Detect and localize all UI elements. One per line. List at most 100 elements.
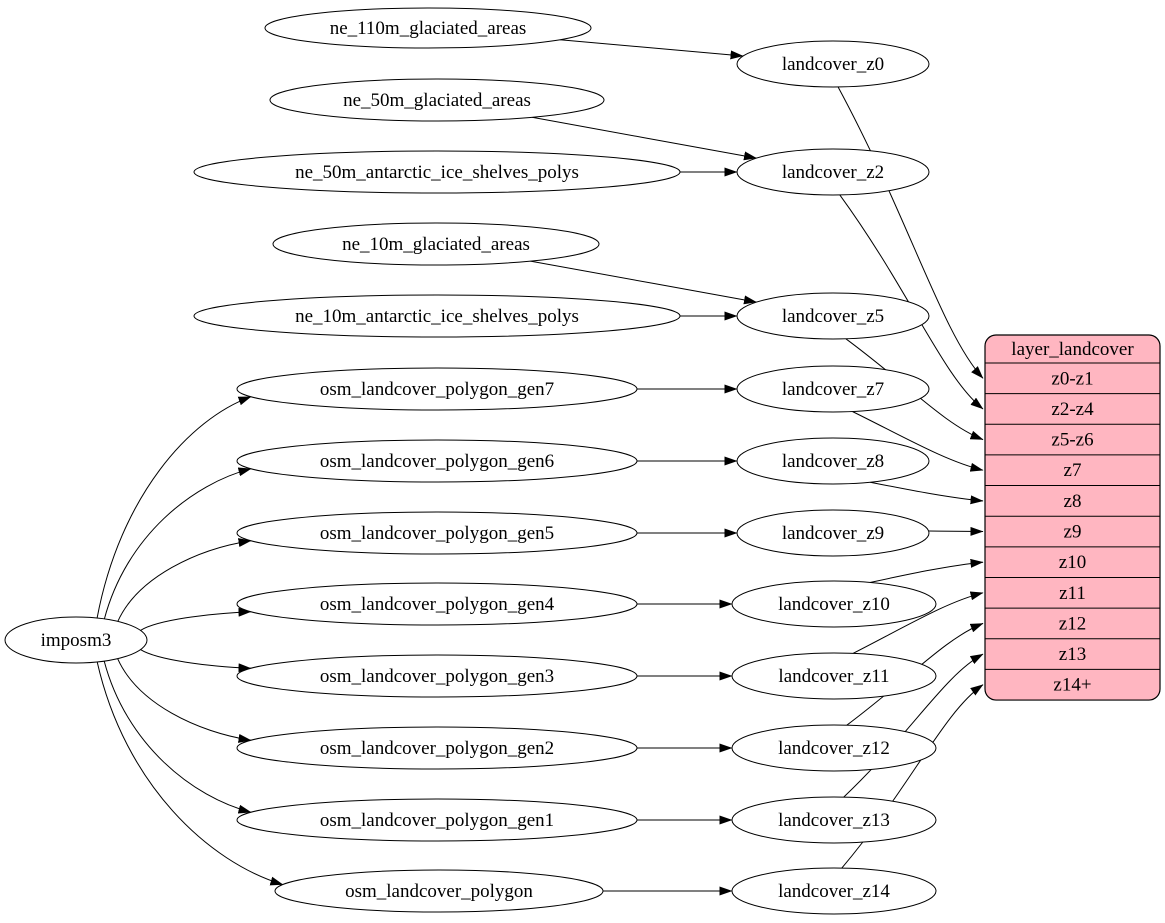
- node-ellipse: [736, 437, 930, 485]
- node-ellipse: [731, 796, 937, 844]
- node-ellipse: [236, 798, 638, 842]
- node-label: landcover_z13: [778, 810, 890, 831]
- node-ellipse: [731, 867, 937, 915]
- node-label: imposm3: [41, 630, 112, 651]
- node-label: osm_landcover_polygon_gen5: [320, 523, 554, 544]
- node-ellipse: [264, 7, 592, 49]
- node-label: ne_10m_antarctic_ice_shelves_polys: [295, 306, 579, 327]
- edge-imposm3-osm_landcover_polygon: [96, 661, 284, 886]
- node-label: landcover_z5: [782, 306, 884, 327]
- node-ellipse: [736, 365, 930, 413]
- node-osm_landcover_polygon_gen5: osm_landcover_polygon_gen5: [236, 511, 638, 555]
- node-ellipse: [731, 580, 937, 628]
- node-label: osm_landcover_polygon: [345, 881, 533, 902]
- node-landcover_z10: landcover_z10: [731, 580, 937, 628]
- node-label: osm_landcover_polygon_gen6: [320, 451, 554, 472]
- node-ne_50m_glaciated_areas: ne_50m_glaciated_areas: [269, 78, 605, 122]
- node-label: landcover_z0: [782, 54, 884, 75]
- node-ellipse: [736, 509, 930, 557]
- node-ellipse: [236, 367, 638, 411]
- table-row-z7: z7: [1064, 460, 1082, 481]
- node-ne_10m_glaciated_areas: ne_10m_glaciated_areas: [272, 222, 600, 266]
- table-row-z10: z10: [1059, 552, 1086, 573]
- node-ellipse: [193, 294, 681, 338]
- table-row-z5-z6: z5-z6: [1051, 430, 1093, 451]
- table-row-z13: z13: [1059, 644, 1086, 665]
- node-label: landcover_z8: [782, 451, 884, 472]
- node-ellipse: [193, 150, 681, 194]
- node-landcover_z14: landcover_z14: [731, 867, 937, 915]
- edge-imposm3-osm_landcover_polygon_gen6: [103, 467, 252, 620]
- node-ne_10m_antarctic_ice_shelves_polys: ne_10m_antarctic_ice_shelves_polys: [193, 294, 681, 338]
- node-ellipse: [236, 726, 638, 770]
- node-ellipse: [236, 511, 638, 555]
- node-landcover_z2: landcover_z2: [736, 148, 930, 196]
- node-label: landcover_z10: [778, 594, 890, 615]
- table-row-z0-z1: z0-z1: [1051, 368, 1093, 389]
- table-row-z14+: z14+: [1053, 675, 1091, 696]
- node-label: landcover_z12: [778, 738, 890, 759]
- node-ne_110m_glaciated_areas: ne_110m_glaciated_areas: [264, 7, 592, 49]
- node-landcover_z5: landcover_z5: [736, 292, 930, 340]
- table-row-z9: z9: [1064, 522, 1082, 543]
- node-ellipse: [269, 78, 605, 122]
- edge-landcover_z2-row-z2-z4: [839, 194, 984, 410]
- node-label: landcover_z7: [782, 379, 884, 400]
- node-osm_landcover_polygon: osm_landcover_polygon: [274, 869, 604, 913]
- edge-landcover_z5-row-z5-z6: [845, 338, 984, 441]
- node-ellipse: [736, 40, 930, 88]
- edge-landcover_z9-row-z9: [928, 526, 984, 536]
- node-ellipse: [236, 582, 638, 626]
- table-row-z2-z4: z2-z4: [1051, 399, 1094, 420]
- table-layer: layer_landcoverz0-z1z2-z4z5-z6z7z8z9z10z…: [984, 334, 1161, 701]
- table-row-z11: z11: [1059, 583, 1086, 604]
- edge-imposm3-osm_landcover_polygon_gen3: [140, 649, 252, 673]
- node-label: osm_landcover_polygon_gen7: [320, 379, 554, 400]
- node-osm_landcover_polygon_gen2: osm_landcover_polygon_gen2: [236, 726, 638, 770]
- node-landcover_z8: landcover_z8: [736, 437, 930, 485]
- node-ellipse: [731, 652, 937, 700]
- edge-landcover_z10-row-z10: [869, 558, 984, 583]
- table-row-z12: z12: [1059, 613, 1086, 634]
- node-osm_landcover_polygon_gen4: osm_landcover_polygon_gen4: [236, 582, 638, 626]
- node-landcover_z12: landcover_z12: [731, 724, 937, 772]
- node-ellipse: [236, 439, 638, 483]
- edge-imposm3-osm_landcover_polygon_gen5: [117, 538, 252, 622]
- node-ellipse: [274, 869, 604, 913]
- edge-imposm3-osm_landcover_polygon_gen2: [117, 658, 252, 743]
- table-title: layer_landcover: [1011, 339, 1134, 360]
- node-osm_landcover_polygon_gen6: osm_landcover_polygon_gen6: [236, 439, 638, 483]
- edges-layer: [96, 39, 984, 896]
- node-landcover_z13: landcover_z13: [731, 796, 937, 844]
- nodes-layer: imposm3 ne_110m_glaciated_areas ne_50m_gla…: [4, 7, 937, 915]
- node-ne_50m_antarctic_ice_shelves_polys: ne_50m_antarctic_ice_shelves_polys: [193, 150, 681, 194]
- node-label: ne_50m_glaciated_areas: [343, 90, 531, 111]
- edge-landcover_z7-row-z7: [852, 411, 984, 472]
- node-label: ne_50m_antarctic_ice_shelves_polys: [295, 162, 579, 183]
- node-ellipse: [272, 222, 600, 266]
- table-layer_landcover: layer_landcoverz0-z1z2-z4z5-z6z7z8z9z10z…: [984, 334, 1161, 701]
- node-osm_landcover_polygon_gen7: osm_landcover_polygon_gen7: [236, 367, 638, 411]
- node-imposm3: imposm3: [4, 616, 148, 664]
- edge-imposm3-osm_landcover_polygon_gen4: [140, 607, 252, 631]
- table-outline: [984, 334, 1161, 701]
- node-label: osm_landcover_polygon_gen3: [320, 666, 554, 687]
- node-landcover_z7: landcover_z7: [736, 365, 930, 413]
- edge-landcover_z0-row-z0-z1: [837, 86, 984, 379]
- edge-ne_50m_glaciated_areas-landcover_z2: [531, 116, 757, 161]
- node-ellipse: [736, 148, 930, 196]
- node-label: osm_landcover_polygon_gen1: [320, 810, 554, 831]
- edge-landcover_z11-row-z11: [852, 591, 984, 654]
- node-ellipse: [731, 724, 937, 772]
- node-label: landcover_z14: [778, 881, 890, 902]
- node-label: landcover_z11: [778, 666, 889, 687]
- edge-landcover_z12-row-z12: [846, 622, 984, 726]
- edge-ne_10m_glaciated_areas-landcover_z5: [530, 260, 757, 305]
- node-landcover_z0: landcover_z0: [736, 40, 930, 88]
- edge-imposm3-osm_landcover_polygon_gen7: [96, 396, 252, 619]
- edge-landcover_z8-row-z8: [870, 481, 984, 505]
- node-label: landcover_z2: [782, 162, 884, 183]
- node-label: ne_10m_glaciated_areas: [342, 234, 530, 255]
